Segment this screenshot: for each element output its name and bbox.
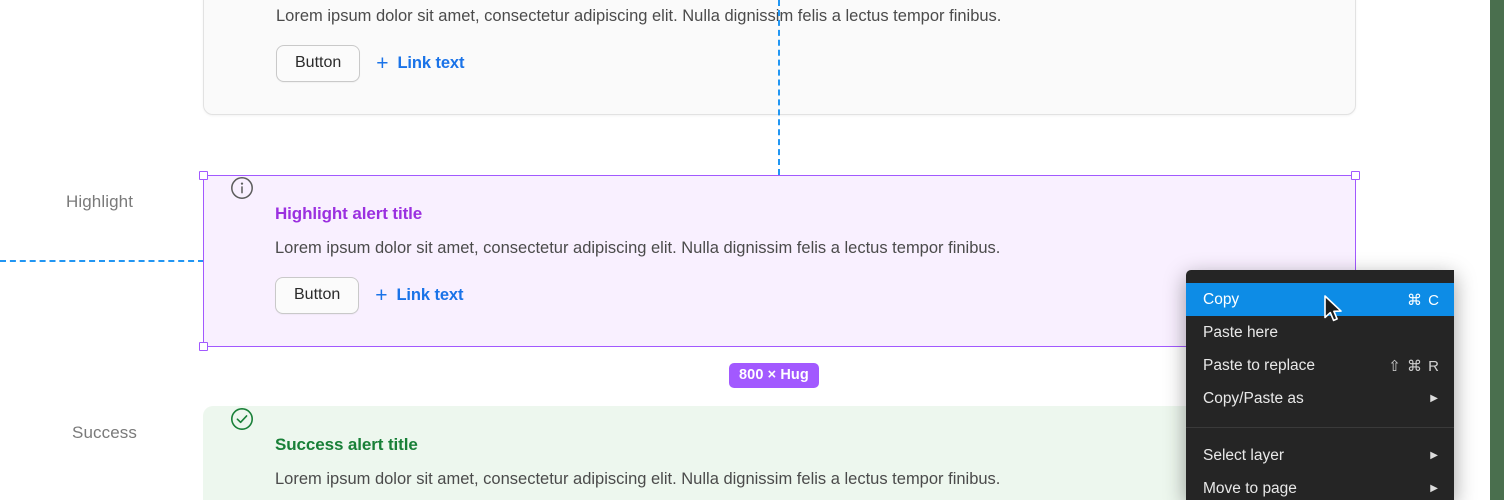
context-menu-shortcut: ⌘ C	[1407, 291, 1440, 309]
row-label-highlight: Highlight	[66, 192, 134, 211]
alert-body-text: Lorem ipsum dolor sit amet, consectetur …	[275, 470, 1001, 488]
alert-content: Lorem ipsum dolor sit amet, consectetur …	[230, 0, 1329, 82]
horizontal-measurement-guide	[0, 260, 204, 262]
chevron-right-icon: ▶	[1430, 483, 1438, 494]
context-menu-separator	[1186, 427, 1454, 428]
alert-card-success[interactable]: Success alert title Lorem ipsum dolor si…	[203, 406, 1356, 500]
mouse-cursor	[1324, 295, 1344, 325]
row-label-success: Success	[72, 423, 137, 442]
alert-actions: Button + Link text	[276, 45, 1329, 82]
context-menu-item-label: Copy	[1203, 290, 1240, 308]
alert-body-text: Lorem ipsum dolor sit amet, consectetur …	[276, 7, 1002, 25]
context-menu-item-label: Select layer	[1203, 446, 1284, 464]
alert-link-label: Link text	[397, 54, 465, 72]
context-menu-item-label: Paste to replace	[1203, 356, 1316, 374]
context-menu-item-paste-to-replace[interactable]: Paste to replace ⇧ ⌘ R	[1186, 349, 1454, 382]
vertical-measurement-guide	[778, 0, 780, 175]
alert-link-label: Link text	[396, 286, 464, 304]
plus-icon: +	[376, 51, 389, 75]
alert-card-highlight[interactable]: Highlight alert title Lorem ipsum dolor …	[203, 175, 1356, 347]
context-menu-item-copy[interactable]: Copy ⌘ C	[1186, 283, 1454, 316]
alert-button[interactable]: Button	[275, 277, 360, 314]
context-menu-item-label: Move to page	[1203, 479, 1297, 497]
alert-title: Highlight alert title	[275, 204, 423, 223]
context-menu-shortcut: ⇧ ⌘ R	[1388, 357, 1440, 375]
alert-body-text: Lorem ipsum dolor sit amet, consectetur …	[275, 239, 1001, 257]
size-badge: 800 × Hug	[729, 363, 819, 388]
chevron-right-icon: ▶	[1430, 393, 1438, 404]
context-menu-item-copy-paste-as[interactable]: Copy/Paste as ▶	[1186, 382, 1454, 415]
check-circle-icon	[229, 406, 255, 432]
alert-link[interactable]: + Link text	[375, 283, 464, 307]
alert-button[interactable]: Button	[276, 45, 361, 82]
right-edge-strip	[1490, 0, 1504, 500]
plus-icon: +	[375, 283, 388, 307]
alert-link[interactable]: + Link text	[376, 51, 465, 75]
context-menu-item-label: Copy/Paste as	[1203, 389, 1304, 407]
info-circle-icon	[229, 175, 255, 201]
alert-content: Highlight alert title Lorem ipsum dolor …	[229, 175, 1330, 314]
context-menu-item-move-to-page[interactable]: Move to page ▶	[1186, 472, 1454, 500]
chevron-right-icon: ▶	[1430, 450, 1438, 461]
alert-content: Success alert title Lorem ipsum dolor si…	[229, 406, 1330, 491]
alert-actions: Button + Link text	[275, 277, 1330, 314]
context-menu-item-select-layer[interactable]: Select layer ▶	[1186, 439, 1454, 472]
alert-title: Success alert title	[275, 435, 418, 454]
context-menu-item-paste-here[interactable]: Paste here	[1186, 316, 1454, 349]
context-menu-item-label: Paste here	[1203, 323, 1278, 341]
context-menu[interactable]: Copy ⌘ C Paste here Paste to replace ⇧ ⌘…	[1186, 270, 1454, 500]
